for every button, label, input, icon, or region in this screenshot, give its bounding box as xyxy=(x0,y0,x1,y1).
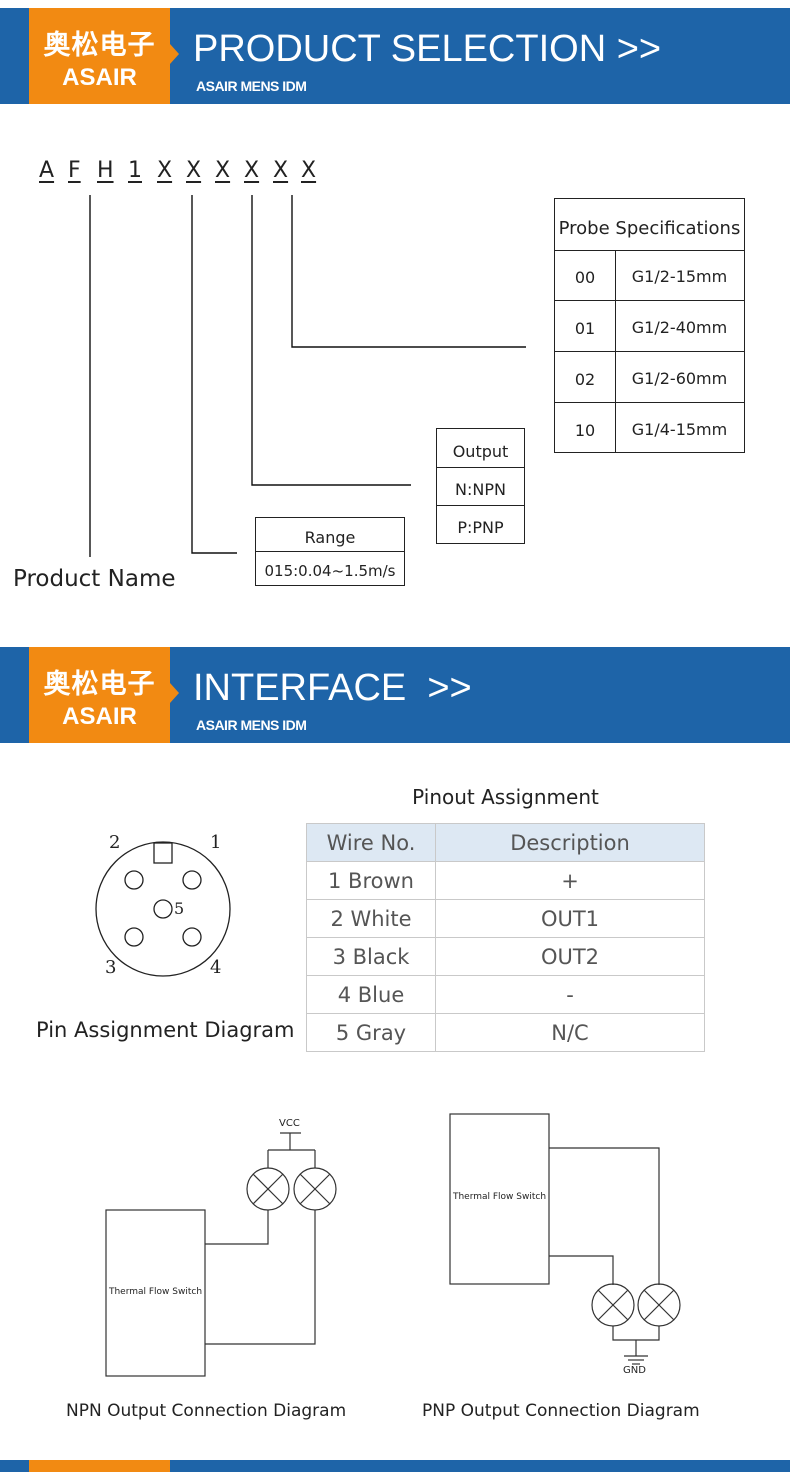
connector-outline xyxy=(95,841,231,977)
pin-number: 2 xyxy=(109,832,121,853)
brand-logo xyxy=(29,1460,170,1472)
brand-logo: 奥松电子 ASAIR xyxy=(29,647,170,743)
pinout-table-title: Pinout Assignment xyxy=(412,785,599,809)
output-title: Output xyxy=(452,442,509,461)
code-char: A xyxy=(39,158,55,183)
divider xyxy=(555,250,744,251)
probe-spec: G1/2-60mm xyxy=(631,369,728,388)
code-char: X xyxy=(244,158,260,183)
brand-name-en: ASAIR xyxy=(62,64,137,91)
table-row: 5 Gray N/C xyxy=(306,1013,705,1052)
output-option-pnp: P:PNP xyxy=(457,518,504,537)
divider xyxy=(555,402,744,403)
brand-name-cn: 奥松电子 xyxy=(43,30,156,61)
range-title: Range xyxy=(304,528,356,547)
section-title: PRODUCT SELECTION >> xyxy=(193,28,662,70)
lamp-icon xyxy=(246,1167,290,1211)
wire-description: OUT2 xyxy=(435,937,705,976)
brand-name-cn: 奥松电子 xyxy=(43,669,156,700)
gnd-label: GND xyxy=(623,1365,646,1376)
pin-number: 5 xyxy=(174,899,185,918)
pin-hole xyxy=(182,870,202,890)
code-char: X xyxy=(301,158,317,183)
table-row: 4 Blue - xyxy=(306,975,705,1014)
pin-hole xyxy=(153,899,173,919)
code-char: F xyxy=(68,158,81,183)
probe-spec-box: Probe Specifications 00 G1/2-15mm 01 G1/… xyxy=(554,198,745,453)
range-box: Range 015:0.04~1.5m/s xyxy=(255,517,405,586)
divider xyxy=(555,300,744,301)
brand-name-en: ASAIR xyxy=(62,703,137,730)
output-line xyxy=(251,195,411,486)
table-row: 3 Black OUT2 xyxy=(306,937,705,976)
probe-spec-title: Probe Specifications xyxy=(558,218,741,239)
code-char: 1 xyxy=(128,158,142,183)
probe-line xyxy=(291,195,526,348)
section-subtitle: ASAIR MENS IDM xyxy=(196,717,307,733)
brand-notch xyxy=(170,44,179,64)
probe-code: 02 xyxy=(574,370,596,389)
code-char: X xyxy=(186,158,202,183)
wire-number: 5 Gray xyxy=(306,1013,436,1052)
pin-number: 4 xyxy=(210,957,222,978)
divider xyxy=(437,467,524,468)
pin-diagram-caption: Pin Assignment Diagram xyxy=(36,1018,295,1042)
wire-description: + xyxy=(435,861,705,900)
pinout-table: Wire No. Description 1 Brown + 2 White O… xyxy=(306,823,705,1052)
table-header-row: Wire No. Description xyxy=(306,823,705,862)
divider xyxy=(437,505,524,506)
lamp-icon xyxy=(637,1283,681,1327)
wire-number: 1 Brown xyxy=(306,861,436,900)
probe-spec: G1/4-15mm xyxy=(631,420,728,439)
vcc-label: VCC xyxy=(279,1118,300,1129)
pnp-diagram-caption: PNP Output Connection Diagram xyxy=(422,1401,700,1421)
wire-description: - xyxy=(435,975,705,1014)
range-line xyxy=(191,195,237,554)
brand-notch xyxy=(170,683,179,703)
code-char: X xyxy=(273,158,289,183)
brand-logo: 奥松电子 ASAIR xyxy=(29,8,170,104)
probe-code: 00 xyxy=(574,268,596,287)
range-value: 015:0.04~1.5m/s xyxy=(264,562,396,580)
code-connector-lines xyxy=(89,195,526,557)
code-char: H xyxy=(97,158,114,183)
divider xyxy=(256,551,404,552)
wire-number: 4 Blue xyxy=(306,975,436,1014)
wire-number: 3 Black xyxy=(306,937,436,976)
probe-code: 01 xyxy=(574,319,596,338)
wire-description: OUT1 xyxy=(435,899,705,938)
table-row: 1 Brown + xyxy=(306,861,705,900)
pin-hole xyxy=(182,927,202,947)
section-title: INTERFACE >> xyxy=(193,667,472,709)
probe-code: 10 xyxy=(574,421,596,440)
npn-diagram-caption: NPN Output Connection Diagram xyxy=(66,1401,347,1421)
divider xyxy=(555,351,744,352)
table-row: 2 White OUT1 xyxy=(306,899,705,938)
npn-device-label: Thermal Flow Switch xyxy=(108,1287,203,1297)
next-section-banner xyxy=(0,1460,790,1472)
column-header: Wire No. xyxy=(306,823,436,862)
output-option-npn: N:NPN xyxy=(455,480,506,499)
column-header: Description xyxy=(435,823,705,862)
output-box: Output N:NPN P:PNP xyxy=(436,428,525,544)
connector-key xyxy=(153,842,173,864)
code-char: X xyxy=(157,158,173,183)
lamp-icon xyxy=(293,1167,337,1211)
section-subtitle: ASAIR MENS IDM xyxy=(196,78,307,94)
probe-spec: G1/2-15mm xyxy=(631,267,728,286)
product-name-label: Product Name xyxy=(13,566,176,592)
wire-description: N/C xyxy=(435,1013,705,1052)
pin-number: 1 xyxy=(210,832,222,853)
pnp-device-label: Thermal Flow Switch xyxy=(452,1192,547,1202)
product-selection-banner: 奥松电子 ASAIR PRODUCT SELECTION >> ASAIR ME… xyxy=(0,8,790,104)
pin-hole xyxy=(124,870,144,890)
code-char: X xyxy=(215,158,231,183)
interface-banner: 奥松电子 ASAIR INTERFACE >> ASAIR MENS IDM xyxy=(0,647,790,743)
pin-number: 3 xyxy=(105,957,117,978)
pin-hole xyxy=(124,927,144,947)
wire-number: 2 White xyxy=(306,899,436,938)
lamp-icon xyxy=(591,1283,635,1327)
probe-spec: G1/2-40mm xyxy=(631,318,728,337)
